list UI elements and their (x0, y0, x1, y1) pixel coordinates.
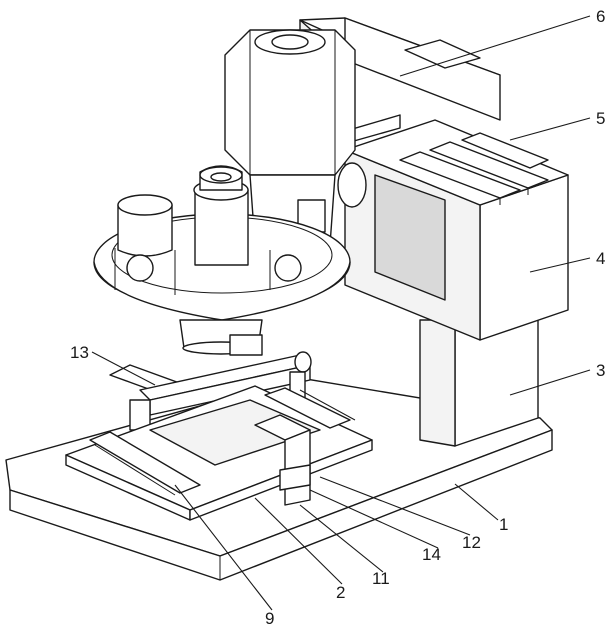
reference-numerals: 6 5 4 3 1 12 14 11 2 9 13 (70, 7, 605, 628)
label-12: 12 (462, 533, 481, 552)
label-3: 3 (596, 361, 605, 380)
label-14: 14 (422, 545, 441, 564)
label-6: 6 (596, 7, 605, 26)
clamp-assembly (254, 414, 311, 506)
slide-rails (89, 387, 351, 494)
label-13: 13 (70, 343, 89, 362)
label-4: 4 (596, 249, 605, 268)
worktable (65, 385, 373, 521)
label-9: 9 (265, 609, 274, 628)
tool-holders (114, 165, 302, 295)
label-5: 5 (596, 109, 605, 128)
leader-lines (91, 15, 591, 611)
label-11: 11 (372, 569, 390, 588)
label-1: 1 (499, 515, 508, 534)
label-2: 2 (336, 583, 345, 602)
top-rails (399, 132, 549, 205)
upper-body (344, 119, 569, 341)
